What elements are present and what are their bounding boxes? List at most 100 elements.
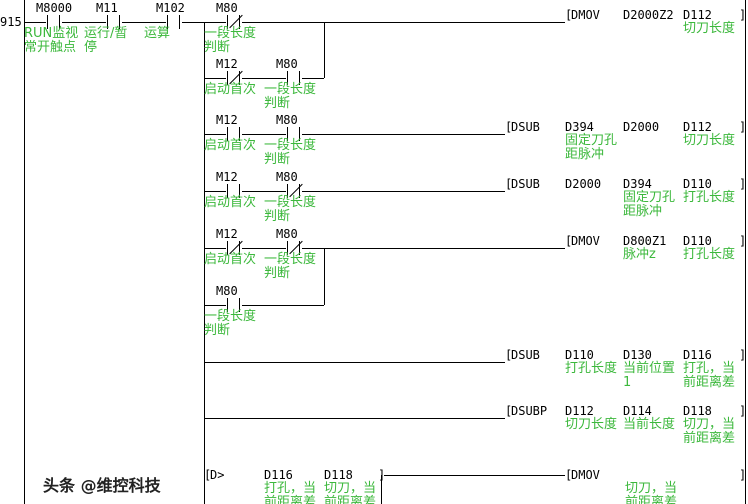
instruction-close-bracket: ] <box>739 404 747 418</box>
instruction-operand: D110 <box>683 234 712 248</box>
device-comment: 打孔，当 <box>683 361 736 376</box>
instruction-operand: D800Z1 <box>623 234 667 248</box>
instruction-operand: D112 <box>565 404 594 418</box>
instruction-open-bracket: [ <box>505 404 513 418</box>
instruction-close-bracket: ] <box>739 8 747 22</box>
instruction-close-bracket: ] <box>739 468 747 482</box>
device-comment: 前距离差 <box>264 495 317 504</box>
device-comment: 一段长度 <box>264 138 317 153</box>
no-contact-m12[interactable] <box>226 184 242 198</box>
nc-contact-m80[interactable] <box>286 183 303 198</box>
instruction-operand: D116 <box>683 348 712 362</box>
instruction-mnemonic: DSUB <box>511 177 540 191</box>
contact-device: M80 <box>276 170 298 184</box>
device-comment: 打孔，当 <box>264 481 317 496</box>
no-contact-m12[interactable] <box>226 127 242 141</box>
no-contact-m8000[interactable] <box>46 15 62 29</box>
device-comment: 一段长度 <box>264 82 317 97</box>
device-comment: 切刀，当 <box>625 481 678 496</box>
instruction-operand: D2000 <box>623 120 660 134</box>
contact-device: M11 <box>96 1 118 15</box>
device-comment: 判断 <box>264 266 291 281</box>
wire <box>204 191 505 192</box>
no-contact-m80[interactable] <box>226 298 242 312</box>
wire <box>381 475 382 504</box>
nc-contact-m12[interactable] <box>226 240 243 255</box>
instruction-mnemonic: DSUB <box>511 348 540 362</box>
device-comment: 前距离差 <box>625 495 678 504</box>
compare-open-bracket: [ <box>204 468 212 482</box>
wire <box>324 248 325 305</box>
device-comment: 切刀，当 <box>683 417 736 432</box>
right-power-rail <box>745 0 746 504</box>
instruction-mnemonic: DSUB <box>511 120 540 134</box>
instruction-operand: D112 <box>683 120 712 134</box>
device-comment: 打孔长度 <box>565 361 618 376</box>
contact-device: M12 <box>216 170 238 184</box>
no-contact-m80[interactable] <box>286 71 302 85</box>
device-comment: 切刀长度 <box>683 21 736 36</box>
device-comment: 1 <box>623 375 632 390</box>
instruction-operand: D112 <box>683 8 712 22</box>
device-comment: 一段长度 <box>204 26 257 41</box>
device-comment: 判断 <box>264 152 291 167</box>
device-comment: 固定刀孔 <box>565 133 618 148</box>
device-comment: 当前长度 <box>623 417 676 432</box>
no-contact-m80[interactable] <box>286 127 302 141</box>
instruction-operand: D394 <box>623 177 652 191</box>
device-comment: 前距离差 <box>683 375 736 390</box>
instruction-close-bracket: ] <box>739 234 747 248</box>
instruction-open-bracket: [ <box>565 234 573 248</box>
contact-device: M12 <box>216 57 238 71</box>
device-comment: 一段长度 <box>264 252 317 267</box>
instruction-open-bracket: [ <box>505 120 513 134</box>
contact-device: M102 <box>156 1 185 15</box>
no-contact-m102[interactable] <box>166 15 182 29</box>
device-comment: 运算 <box>144 26 171 41</box>
device-comment: 打孔长度 <box>683 247 736 262</box>
device-comment: RUN监视 <box>24 26 79 41</box>
wire <box>204 418 505 419</box>
device-comment: 启动首次 <box>204 82 257 97</box>
instruction-operand: D2000Z2 <box>623 8 674 22</box>
nc-contact-m80[interactable] <box>226 14 243 29</box>
device-comment: 常开触点 <box>24 40 77 55</box>
left-power-rail <box>24 0 25 504</box>
instruction-operand: D110 <box>565 348 594 362</box>
device-comment: 启动首次 <box>204 138 257 153</box>
instruction-operand: D394 <box>565 120 594 134</box>
wire <box>324 22 325 78</box>
device-comment: 距脉冲 <box>565 147 605 162</box>
instruction-open-bracket: [ <box>505 177 513 191</box>
instruction-mnemonic: DMOV <box>571 468 600 482</box>
compare-operand: D116 <box>264 468 293 482</box>
device-comment: 前距离差 <box>683 431 736 446</box>
branch-rail <box>204 22 205 504</box>
device-comment: 启动首次 <box>204 252 257 267</box>
device-comment: 脉冲z <box>623 247 656 262</box>
device-comment: 启动首次 <box>204 195 257 210</box>
device-comment: 固定刀孔 <box>623 190 676 205</box>
contact-device: M12 <box>216 227 238 241</box>
no-contact-m11[interactable] <box>106 15 122 29</box>
instruction-close-bracket: ] <box>739 177 747 191</box>
contact-device: M80 <box>276 57 298 71</box>
device-comment: 切刀长度 <box>683 133 736 148</box>
compare-operand: D118 <box>324 468 353 482</box>
wire <box>204 362 505 363</box>
wire <box>24 22 565 23</box>
contact-device: M8000 <box>36 1 73 15</box>
nc-contact-m12[interactable] <box>226 70 243 85</box>
device-comment: 停 <box>84 40 98 55</box>
device-comment: 距脉冲 <box>623 204 663 219</box>
device-comment: 运行/暂 <box>84 26 128 41</box>
device-comment: 当前位置 <box>623 361 676 376</box>
contact-device: M80 <box>216 284 238 298</box>
device-comment: 切刀长度 <box>565 417 618 432</box>
device-comment: 打孔长度 <box>683 190 736 205</box>
contact-device: M12 <box>216 113 238 127</box>
watermark: 头条 @维控科技 <box>40 472 164 496</box>
nc-contact-m80[interactable] <box>286 240 303 255</box>
device-comment: 判断 <box>264 209 291 224</box>
